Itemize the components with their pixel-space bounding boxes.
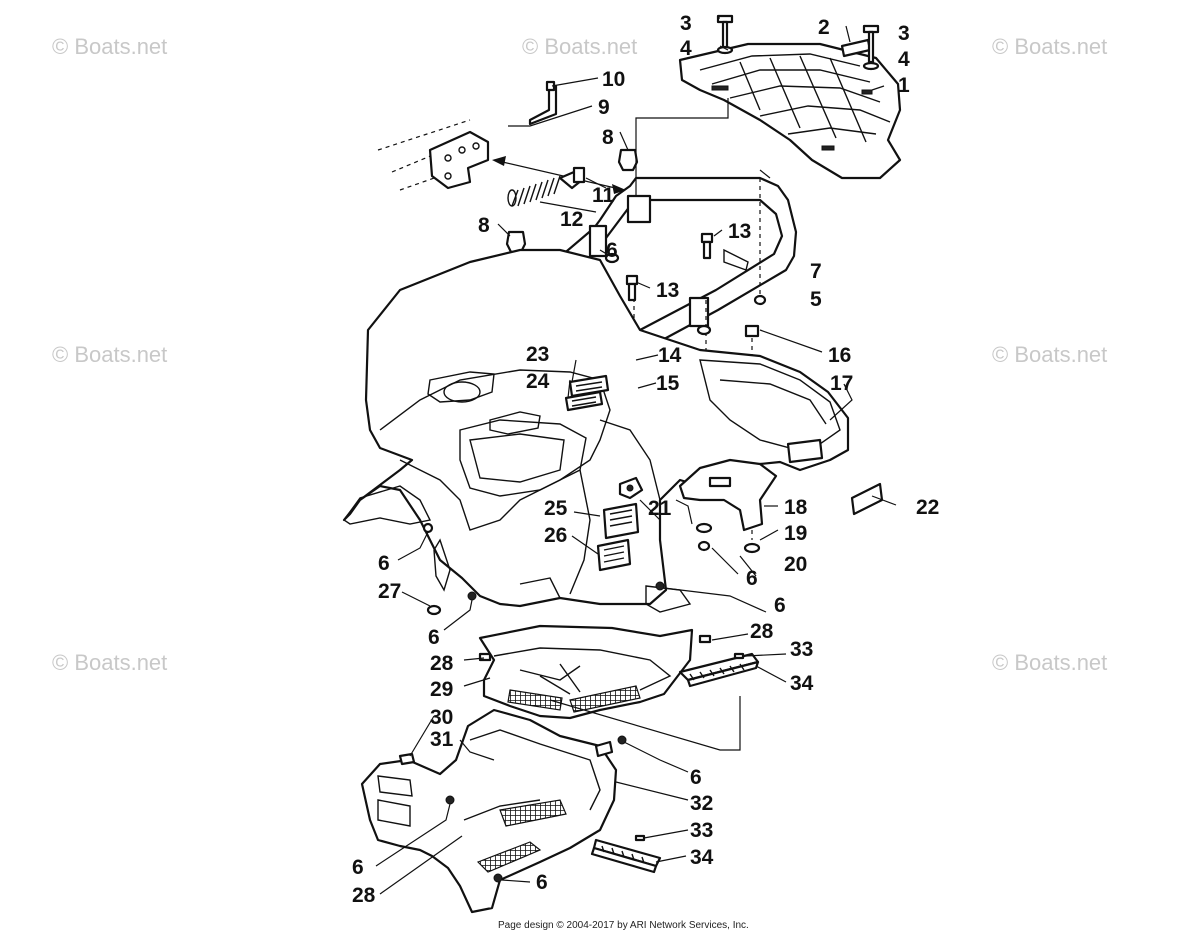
watermark-text: © Boats.net — [522, 34, 637, 59]
hitch-pin — [528, 80, 558, 126]
callout-label: 33 — [690, 819, 713, 842]
callout-label: 11 — [592, 184, 615, 207]
rack-bolt — [716, 14, 734, 55]
callout-label: 9 — [598, 96, 610, 119]
callout-label: 24 — [526, 370, 550, 393]
watermark-text: © Boats.net — [992, 342, 1107, 367]
callout-label: 3 — [898, 22, 910, 45]
frame-mount-bracket — [377, 119, 490, 191]
callout-label: 29 — [430, 678, 453, 701]
callout-label: 20 — [784, 553, 807, 576]
callout-label: 6 — [746, 567, 758, 590]
callout-label: 6 — [352, 856, 364, 879]
callout-label: 3 — [680, 12, 692, 35]
rack-bumper — [505, 148, 639, 254]
direction-arrow — [492, 156, 626, 194]
leader-lines — [375, 17, 897, 895]
watermark-text: © Boats.net — [992, 650, 1107, 675]
callout-label: 6 — [690, 766, 702, 789]
callout-label: 28 — [352, 884, 376, 907]
clip-fasteners-left — [422, 522, 665, 616]
callout-label: 17 — [830, 372, 853, 395]
callout-label: 26 — [544, 524, 567, 547]
callout-label: 1 — [898, 74, 910, 97]
callout-label: 14 — [658, 344, 682, 367]
callout-label: 28 — [750, 620, 774, 643]
callout-label: 15 — [656, 372, 680, 395]
callout-label: 6 — [378, 552, 390, 575]
callout-label: 13 — [656, 279, 679, 302]
callout-label: 10 — [602, 68, 625, 91]
callout-label: 25 — [544, 497, 568, 520]
callout-labels: 1 2 3 3 4 4 5 6 7 8 8 9 10 11 12 13 13 1… — [352, 12, 939, 907]
callout-label: 19 — [784, 522, 807, 545]
rear-body-panel — [342, 248, 850, 613]
watermark-text: © Boats.net — [992, 34, 1107, 59]
callout-label: 30 — [430, 706, 453, 729]
footer-copyright: Page design © 2004-2017 by ARI Network S… — [498, 920, 749, 931]
rear-floor-pan — [478, 624, 694, 720]
callout-label: 22 — [916, 496, 939, 519]
warning-decals — [564, 374, 640, 572]
callout-label: 34 — [690, 846, 714, 869]
callout-label: 23 — [526, 343, 549, 366]
callout-label: 4 — [898, 48, 910, 71]
callout-label: 6 — [774, 594, 786, 617]
callout-label: 31 — [430, 728, 454, 751]
callout-label: 6 — [536, 871, 548, 894]
watermark-text: © Boats.net — [52, 34, 167, 59]
callout-label: 8 — [602, 126, 614, 149]
callout-label: 4 — [680, 37, 692, 60]
callout-label: 12 — [560, 208, 583, 231]
left-footwell — [360, 708, 618, 914]
grommet — [618, 476, 644, 500]
callout-label: 6 — [428, 626, 440, 649]
fender-bracket — [678, 458, 778, 554]
watermark-text: © Boats.net — [52, 342, 167, 367]
rack-decal — [840, 38, 872, 58]
fender-decal — [850, 482, 884, 516]
footrest-grip — [678, 652, 760, 688]
callout-label: 21 — [648, 497, 672, 520]
spring — [507, 166, 586, 207]
callout-label: 6 — [606, 239, 618, 262]
callout-label: 28 — [430, 652, 454, 675]
callout-label: 16 — [828, 344, 851, 367]
callout-label: 34 — [790, 672, 814, 695]
assembly-bracket-line — [549, 696, 741, 751]
callout-label: 27 — [378, 580, 401, 603]
callout-label: 8 — [478, 214, 490, 237]
callout-label: 5 — [810, 288, 822, 311]
callout-label: 2 — [818, 16, 830, 39]
callout-label: 18 — [784, 496, 808, 519]
footrest-grip — [590, 834, 662, 874]
rack-bolt — [862, 24, 880, 71]
callout-label: 33 — [790, 638, 813, 661]
callout-label: 13 — [728, 220, 751, 243]
callout-label: 7 — [810, 260, 822, 283]
callout-label: 32 — [690, 792, 713, 815]
watermark-text: © Boats.net — [52, 650, 167, 675]
